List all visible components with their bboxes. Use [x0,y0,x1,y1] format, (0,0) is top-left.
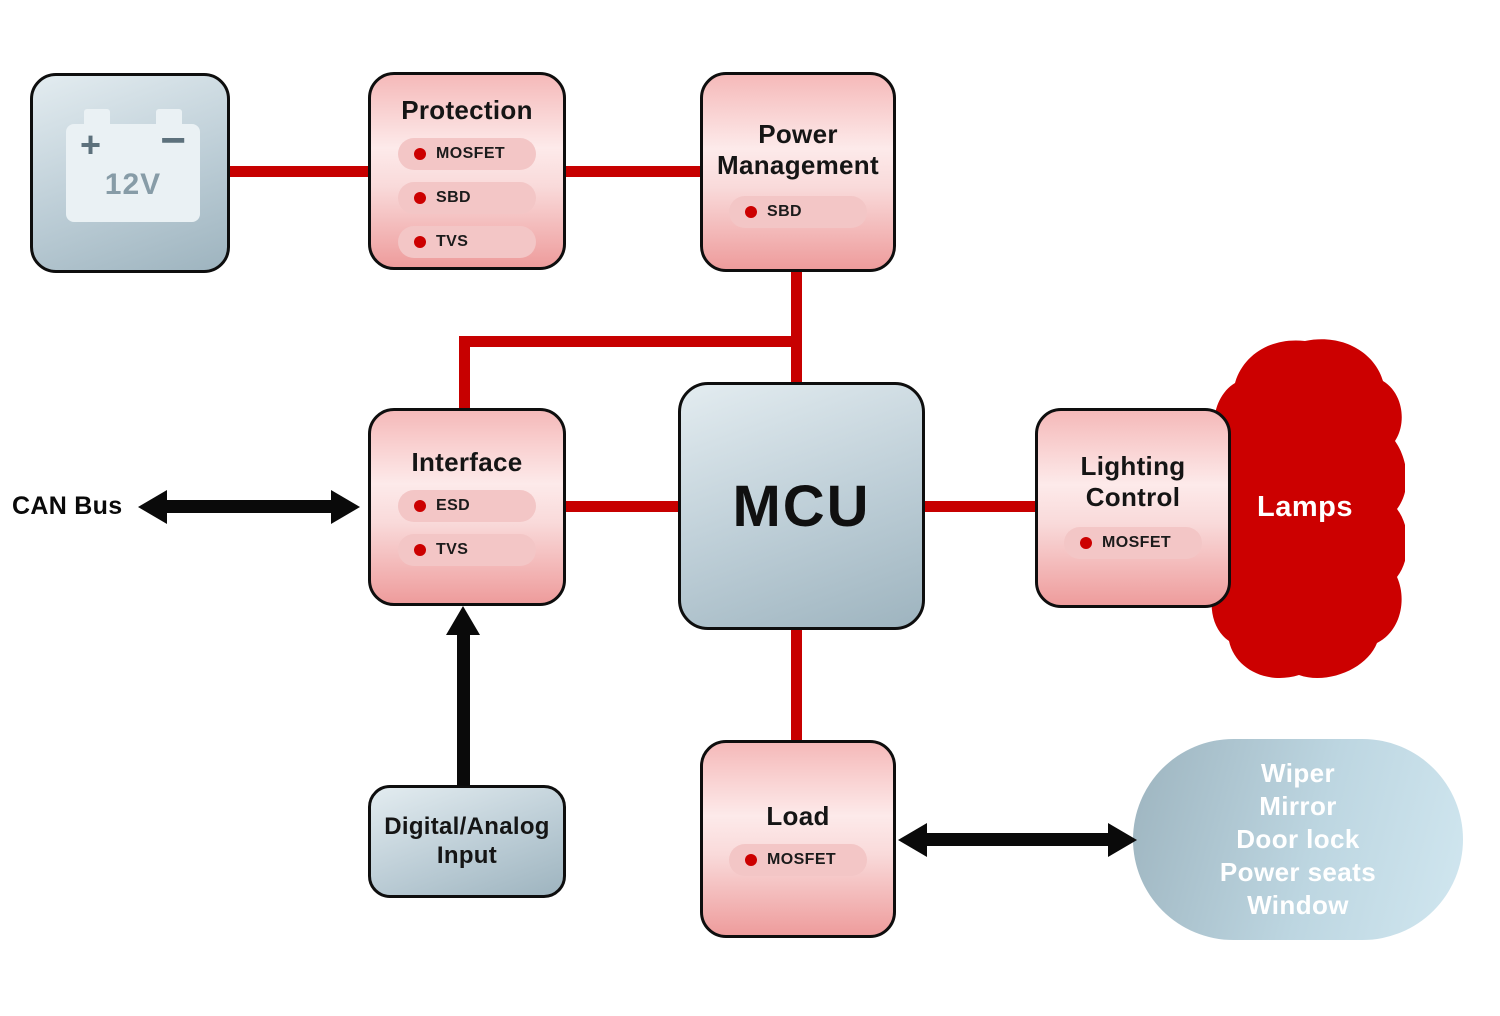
wire-protection-power [564,166,702,177]
pill-tvs: TVS [398,533,536,566]
arrow-shaft [457,631,470,786]
peripheral-item: Door lock [1236,823,1360,854]
wire-mcu-lighting [923,501,1037,512]
peripheral-item: Mirror [1259,790,1337,821]
power-management-node: Power Management SBD [700,72,896,272]
pill-label: TVS [436,540,469,558]
load-node: Load MOSFET [700,740,896,938]
load-peripherals-double-arrow-icon [898,823,1137,857]
red-dot-icon [414,235,426,248]
red-dot-icon [414,499,426,512]
red-dot-icon [414,191,426,204]
battery-node: + − 12V [30,73,230,273]
digital-analog-input-title: Digital/Analog Input [384,813,550,869]
wire-power-mcu [791,270,802,384]
protection-title: Protection [401,95,533,125]
lamps-label: Lamps [1257,491,1353,523]
protection-node: Protection MOSFET SBD TVS [368,72,566,270]
red-dot-icon [745,206,757,219]
lamps-blob: Lamps [1205,333,1405,685]
pill-sbd: SBD [729,196,867,229]
lighting-control-title: Lighting Control [1080,451,1186,512]
arrowhead-right-icon [1108,823,1137,857]
can-bus-double-arrow-icon [138,490,360,524]
minus-sign: − [160,116,186,165]
arrowhead-up-icon [446,606,480,635]
wire-interface-mcu [564,501,680,512]
interface-node: Interface ESD TVS [368,408,566,606]
mcu-node: MCU [678,382,925,630]
can-bus-label: CAN Bus [12,492,123,520]
peripheral-item: Power seats [1219,857,1377,887]
input-to-interface-arrow-icon [446,606,480,786]
pill-tvs: TVS [398,225,536,258]
wire-mcu-load [791,628,802,742]
pill-mosfet: MOSFET [729,843,867,876]
pill-label: SBD [436,188,471,206]
mcu-title: MCU [732,473,871,539]
pill-label: MOSFET [767,850,837,868]
lighting-control-node: Lighting Control MOSFET [1035,408,1231,608]
pill-label: SBD [767,203,802,221]
pill-mosfet: MOSFET [1064,527,1202,560]
red-dot-icon [1080,537,1092,550]
battery-terminal-negative [156,109,182,125]
peripheral-item: Wiper [1261,757,1335,788]
red-dot-icon [414,147,426,160]
battery-voltage-label: 12V [104,168,162,201]
power-management-title: Power Management [717,119,879,180]
interface-title: Interface [411,447,523,477]
pill-esd: ESD [398,489,536,522]
battery-icon: + − 12V [66,109,200,222]
peripheral-item: Window [1247,890,1349,921]
wire-branch-interface [459,336,470,412]
pill-label: ESD [436,496,471,514]
pill-label: TVS [436,232,469,250]
plus-sign: + [80,124,102,165]
pill-sbd: SBD [398,181,536,214]
pill-mosfet: MOSFET [398,137,536,170]
digital-analog-input-node: Digital/Analog Input [368,785,566,898]
wire-branch-horizontal [459,336,802,347]
wire-battery-protection [228,166,370,177]
lamps-cloud-shape [1208,339,1405,678]
load-title: Load [766,801,830,831]
pill-label: MOSFET [436,144,506,162]
pill-label: MOSFET [1102,534,1172,552]
red-dot-icon [745,853,757,866]
arrowhead-right-icon [331,490,360,524]
battery-terminal-positive [84,109,110,125]
peripherals-blob: Wiper Mirror Door lock Power seats Windo… [1133,739,1463,940]
arrow-shaft [922,833,1113,846]
arrow-shaft [162,500,336,513]
red-dot-icon [414,543,426,556]
